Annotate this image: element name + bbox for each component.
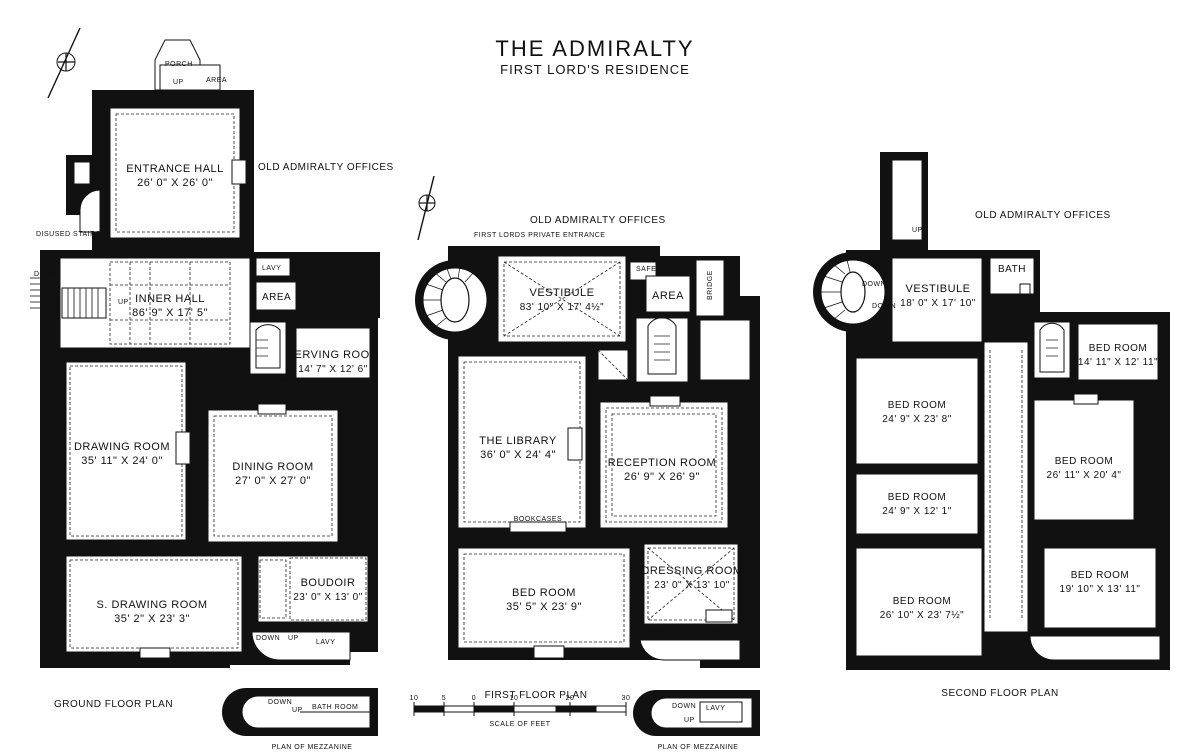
scale-tick: 20 <box>566 695 575 702</box>
ground-floor-labels: PORCH UP AREA ENTRANCE HALL 26' 0" X 26'… <box>34 61 394 751</box>
room-bed-room-dim: 14' 11" X 12' 11" <box>1078 357 1158 368</box>
room-bed-room-dim: 35' 5" X 23' 9" <box>506 601 582 613</box>
scale-tick: 5 <box>442 695 446 702</box>
room-bed-room-dim: 19' 10" X 13' 11" <box>1060 584 1141 595</box>
room-reception-room-dim: 26' 9" X 26' 9" <box>624 471 700 483</box>
bed-room-1-shape <box>1077 323 1159 381</box>
label-old-admiralty-offices: OLD ADMIRALTY OFFICES <box>530 215 666 226</box>
ground-floor-plan-label: GROUND FLOOR PLAN <box>54 699 173 710</box>
label-up: UP <box>252 378 263 385</box>
label-old-admiralty-offices: OLD ADMIRALTY OFFICES <box>975 210 1111 221</box>
label-down: DOWN <box>672 703 696 710</box>
second-floor-plan <box>813 152 1170 670</box>
first-floor-plan-label: FIRST FLOOR PLAN <box>485 690 588 701</box>
label-up: UP <box>912 227 923 234</box>
label-area: AREA <box>652 290 684 302</box>
label-down: DOWN <box>270 378 294 385</box>
room-bed-room: BED ROOM <box>1089 343 1147 354</box>
label-up: UP <box>676 629 687 636</box>
room-vestibule: VESTIBULE <box>905 283 970 295</box>
second-floor-plan-label: SECOND FLOOR PLAN <box>941 688 1058 699</box>
room-vestibule: VESTIBULE <box>529 287 594 299</box>
label-up: UP <box>118 299 129 306</box>
room-inner-hall-dim: 86' 9" X 17' 5" <box>132 307 208 319</box>
room-bed-room: BED ROOM <box>1055 456 1113 467</box>
room-bed-room-dim: 24' 9" X 12' 1" <box>882 506 952 517</box>
label-down: DOWN <box>642 629 666 636</box>
label-up: UP <box>292 707 303 714</box>
label-up: UP <box>288 635 299 642</box>
room-entrance-hall-dim: 26' 0" X 26' 0" <box>137 177 213 189</box>
room-dressing-room: DRESSING ROOM <box>641 565 742 577</box>
label-bookcases: BOOKCASES <box>514 516 562 523</box>
room-s-drawing-room-dim: 35' 2" X 23' 3" <box>114 613 190 625</box>
room-bed-room: BED ROOM <box>888 400 946 411</box>
room-library: THE LIBRARY <box>479 435 557 447</box>
room-bed-room-dim: 24' 9" X 23' 8" <box>882 414 952 425</box>
label-down: DOWN <box>34 271 58 278</box>
room-serving-room: SERVING ROOM <box>287 349 380 361</box>
label-disused-stairs: DISUSED STAIRS <box>36 231 101 238</box>
room-boudoir: BOUDOIR <box>301 577 356 589</box>
label-bridge: BRIDGE <box>707 270 714 300</box>
mezzanine-plan-label: PLAN OF MEZZANINE <box>272 744 353 751</box>
room-vestibule-dim: 83' 10" X 17' 4½" <box>520 302 604 313</box>
scale-tick: 10 <box>410 695 419 702</box>
room-drawing-room: DRAWING ROOM <box>74 441 170 453</box>
room-reception-room: RECEPTION ROOM <box>608 457 716 469</box>
scale-tick: 0 <box>472 695 476 702</box>
label-safe: SAFE <box>636 266 656 273</box>
scale-tick: 30 <box>622 695 631 702</box>
drawing-title: THE ADMIRALTY <box>495 36 694 61</box>
ground-floor-plan <box>30 39 380 736</box>
scale-tick: 10 <box>510 695 519 702</box>
room-s-drawing-room: S. DRAWING ROOM <box>97 599 208 611</box>
label-bath: BATH <box>1090 631 1110 638</box>
room-vestibule-dim: 18' 0" X 17' 10" <box>900 298 976 309</box>
room-bed-room: BED ROOM <box>893 596 951 607</box>
room-entrance-hall: ENTRANCE HALL <box>126 163 224 175</box>
label-down: DOWN <box>872 303 896 310</box>
room-inner-hall: INNER HALL <box>135 293 205 305</box>
label-down: DOWN <box>256 635 280 642</box>
north-arrow-icon <box>47 27 81 99</box>
label-first-lords-private-entrance: FIRST LORDS PRIVATE ENTRANCE <box>474 232 605 239</box>
label-porch: PORCH <box>165 61 193 68</box>
label-bath-room: BATH ROOM <box>312 704 358 711</box>
drawing-subtitle: FIRST LORD'S RESIDENCE <box>500 62 690 77</box>
room-bed-room-dim: 26' 11" X 20' 4" <box>1047 470 1122 481</box>
label-lavy: LAVY <box>706 705 725 712</box>
room-bed-room: BED ROOM <box>1071 570 1129 581</box>
room-bed-room: BED ROOM <box>888 492 946 503</box>
mezzanine-plan-label: PLAN OF MEZZANINE <box>658 744 739 751</box>
room-drawing-room-dim: 35' 11" X 24' 0" <box>81 455 163 467</box>
room-dressing-room-dim: 23' 0" X 13' 10" <box>654 580 730 591</box>
north-arrow-icon <box>417 175 436 241</box>
first-floor-plan <box>413 246 760 736</box>
label-bath: BATH <box>700 629 720 636</box>
room-boudoir-dim: 23' 0" X 13' 0" <box>293 592 363 603</box>
label-old-admiralty-offices: OLD ADMIRALTY OFFICES <box>258 162 394 173</box>
second-floor-labels: OLD ADMIRALTY OFFICES UP DOWN DOWN VESTI… <box>862 210 1158 699</box>
label-lavy: LAVY <box>262 265 281 272</box>
label-bath: BATH <box>998 264 1026 275</box>
label-area: AREA <box>206 77 227 84</box>
scale-bar <box>413 702 627 716</box>
label-down: DOWN <box>862 281 886 288</box>
room-bed-room: BED ROOM <box>512 587 576 599</box>
room-bed-room-dim: 26' 10" X 23' 7½" <box>880 610 964 621</box>
label-up: UP <box>173 79 184 86</box>
label-down: DOWN <box>268 699 292 706</box>
scale-label: SCALE OF FEET <box>490 721 551 728</box>
room-dining-room: DINING ROOM <box>232 461 313 473</box>
label-up: UP <box>684 717 695 724</box>
first-floor-labels: OLD ADMIRALTY OFFICES FIRST LORDS PRIVAT… <box>410 215 743 751</box>
label-area: AREA <box>262 292 291 303</box>
room-library-dim: 36' 0" X 24' 4" <box>480 449 556 461</box>
room-dining-room-dim: 27' 0" X 27' 0" <box>235 475 311 487</box>
label-lavy: LAVY <box>316 639 335 646</box>
room-serving-room-dim: 14' 7" X 12' 6" <box>298 364 368 375</box>
